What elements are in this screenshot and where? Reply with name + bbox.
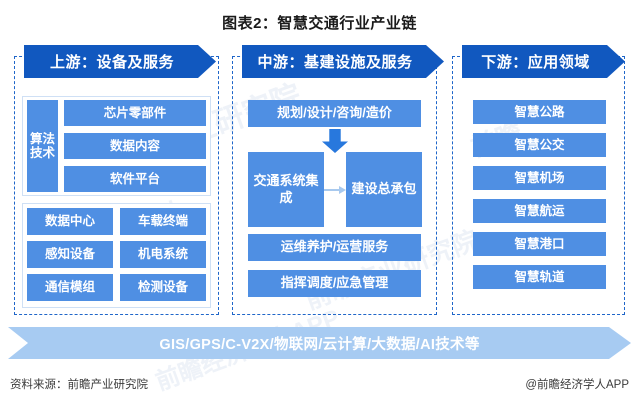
attribution-note: @前瞻经济学人APP xyxy=(525,379,629,391)
upstream-item-vehicle-terminal: 车载终端 xyxy=(120,208,206,235)
upstream-item-data-content: 数据内容 xyxy=(64,133,206,159)
midstream-item-command-emergency: 指挥调度/应急管理 xyxy=(248,270,421,297)
downstream-item-smart-port: 智慧港口 xyxy=(473,232,606,256)
midstream-item-planning-design: 规划/设计/咨询/造价 xyxy=(248,100,421,127)
upstream-item-sensing-equipment: 感知设备 xyxy=(27,241,113,268)
arrow-head xyxy=(339,186,346,194)
upstream-item-chip-components: 芯片零部件 xyxy=(64,100,206,126)
source-note: 资料来源：前瞻产业研究院 xyxy=(10,379,148,391)
downstream-item-smart-highway: 智慧公路 xyxy=(473,100,606,124)
upstream-item-software-platform: 软件平台 xyxy=(64,166,206,192)
midstream-item-traffic-system-integration: 交通系统集成 xyxy=(248,152,324,227)
midstream-header-arrow: 中游：基建设施及服务 xyxy=(242,45,444,78)
chart-title: 图表2：智慧交通行业产业链 xyxy=(222,15,417,32)
upstream-algorithm-box: 算法技术 xyxy=(27,100,58,192)
midstream-item-maintenance-operation: 运维养护/运营服务 xyxy=(248,234,421,261)
technology-banner: GIS/GPS/C-V2X/物联网/云计算/大数据/AI技术等 xyxy=(8,327,631,359)
midstream-item-general-contracting: 建设总承包 xyxy=(346,152,422,227)
upstream-item-communication-module: 通信模组 xyxy=(27,274,113,301)
downstream-header-arrow: 下游：应用领域 xyxy=(462,45,625,78)
downstream-item-smart-rail: 智慧轨道 xyxy=(473,265,606,289)
downstream-item-smart-airport: 智慧机场 xyxy=(473,166,606,190)
upstream-item-data-center: 数据中心 xyxy=(27,208,113,235)
upstream-header-arrow: 上游：设备及服务 xyxy=(24,45,216,78)
arrow-right-icon xyxy=(324,186,346,195)
downstream-item-smart-shipping: 智慧航运 xyxy=(473,199,606,223)
downstream-item-smart-bus: 智慧公交 xyxy=(473,133,606,157)
upstream-item-electromechanical-system: 机电系统 xyxy=(120,241,206,268)
upstream-item-detection-equipment: 检测设备 xyxy=(120,274,206,301)
arrow-shaft xyxy=(324,189,340,192)
